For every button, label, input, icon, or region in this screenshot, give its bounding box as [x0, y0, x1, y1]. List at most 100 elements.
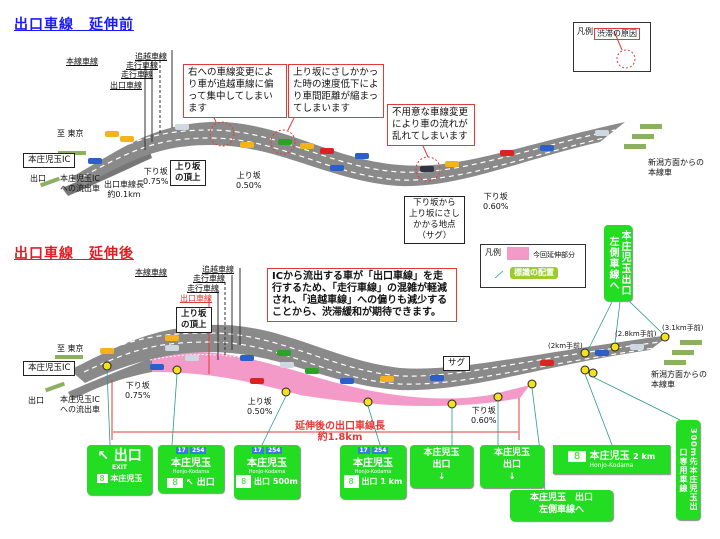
congestion-marker: [209, 121, 235, 147]
down-arrow-icon: ↓: [437, 472, 446, 482]
cars-top: [88, 124, 609, 172]
sign-text: 本庄児玉: [247, 458, 287, 469]
sign-text: 本庄児玉 出口: [529, 493, 593, 503]
sign-text: 出口: [502, 460, 521, 470]
arrow-icon: ↖: [186, 478, 194, 488]
sign-text: 本庄児玉: [589, 451, 630, 462]
callout-effect: ICから流出する車が「出口車線」を走行するため、「走行車線」の混雑が軽減され、「…: [267, 268, 457, 322]
sag-point-label: 下り坂から 上り坂にさし かかる地点 （サグ）: [404, 196, 465, 244]
sign-text: 出口: [196, 478, 215, 488]
down-slope2-label: 下り坂 0.60%: [483, 192, 509, 211]
sign-location-markers: [102, 332, 670, 409]
exit-traffic-label: 本庄児玉IC への流出車: [60, 395, 100, 414]
arrow-exit-bottom: [44, 381, 66, 393]
sign-text-en: Honjo-Kodama: [354, 469, 392, 475]
sign-exit: ↖ 出口 EXIT 8 本庄児玉: [87, 445, 152, 495]
callout-lane-change: 右への車線変更により車が追越車線に偏って集中してしまいます: [183, 64, 287, 118]
sign-text: 出口: [361, 477, 378, 486]
up-slope-label: 上り坂 0.50%: [236, 171, 262, 190]
route-17-shield-icon: 17: [175, 447, 188, 454]
congestion-marker: [270, 129, 296, 155]
legend-extension: 今回延伸部分: [533, 251, 575, 259]
sign-distance: 2 km: [633, 452, 656, 461]
sign-exit-down-2: 本庄児玉 出口 ↓: [480, 445, 544, 488]
legend-marker: [616, 49, 636, 69]
callout-slowdown: 上り坂にさしかかった時の速度低下により車間距離が縮まってしまいます: [288, 64, 384, 118]
route-number: 8: [343, 475, 359, 488]
sign-2km: 8 本庄児玉 2 km Honjo-Kodama: [553, 445, 670, 474]
lane-label-exit: 出口車線: [180, 294, 212, 303]
exit-traffic-label: 本庄児玉IC への流出車: [60, 174, 100, 193]
sign-text: 本庄児玉出口専用車線: [679, 447, 698, 512]
route-17-shield-icon: 17: [251, 447, 264, 454]
sign-exit-arrow: 17 254 本庄児玉 Honjo-Kodama 8 ↖ 出口: [158, 445, 224, 493]
sign-text: 出口: [432, 460, 451, 470]
exit-label: 出口: [28, 396, 44, 405]
top-main-road: [70, 121, 625, 187]
sign-left-lane: 本庄児玉 出口 左側車線へ: [510, 490, 613, 521]
to-tokyo-label: 至 東京: [57, 344, 84, 353]
lane-label-driving2: 走行車線: [187, 284, 219, 293]
route-number: 8: [236, 475, 252, 488]
lane-label-driving1: 走行車線: [193, 274, 225, 283]
lane-label-driving1: 走行車線: [126, 61, 158, 70]
route-17-shield-icon: 17: [357, 447, 370, 454]
sign-text: 出口: [254, 477, 271, 486]
extended-length-value: 約1.8km: [317, 432, 363, 443]
lane-label-driving2: 走行車線: [121, 70, 153, 79]
sign-text: 300m先: [689, 428, 698, 467]
down-slope2-label: 下り坂 0.60%: [471, 406, 497, 425]
sign-text: 本庄児玉: [171, 458, 211, 469]
legend-congestion-cause: 渋滞の原因: [594, 28, 640, 40]
sign-exit-down-1: 本庄児玉 出口 ↓: [410, 445, 473, 488]
bottom-exit-lane: [68, 358, 152, 400]
down-slope-label: 下り坂 0.75%: [125, 381, 151, 400]
arrow-exit-top: [39, 176, 61, 188]
sign-1km: 17 254 本庄児玉 Honjo-Kodama 8 出口 1 km: [340, 445, 406, 499]
sign-text: EXIT: [111, 464, 128, 471]
lane-label-main: 本線車線: [66, 57, 98, 66]
sign-text: 本庄児玉: [110, 474, 143, 483]
sign-text-en: Honjo-Kodama: [172, 469, 210, 475]
extended-length-label: 延伸後の出口車線長 約1.8km: [270, 421, 410, 443]
bottom-exit-lane-extension: [150, 352, 530, 406]
distance-3-1km: (3.1km手前): [662, 324, 704, 332]
lane-label-exit: 出口車線: [110, 81, 142, 90]
route-254-shield-icon: 254: [189, 447, 207, 454]
top-exit-lane: [62, 152, 152, 196]
exit-length-label: 出口車線長 約0.1km: [104, 180, 144, 199]
legend-sign-placement: 標識の配置: [510, 267, 558, 279]
sign-500m: 17 254 本庄児玉 Honjo-Kodama 8 出口 500m: [234, 445, 300, 499]
section-title-after: 出口車線 延伸後: [14, 246, 134, 262]
legend-extension-swatch: [507, 247, 529, 260]
arrow-icon: ↖: [97, 448, 109, 464]
sign-text-en: Honjo-Kodama: [248, 469, 286, 475]
sign-text: 本庄児玉出口: [619, 230, 630, 296]
route-254-shield-icon: 254: [265, 447, 283, 454]
to-tokyo-label: 至 東京: [57, 129, 84, 138]
up-slope-label: 上り坂 0.50%: [247, 397, 273, 416]
sign-text: 本庄児玉: [353, 458, 393, 469]
sign-text: 左側車線へ: [538, 505, 584, 515]
legend-title: 凡例: [485, 248, 501, 257]
sign-text: 本庄児玉: [493, 448, 530, 458]
sign-text: 本庄児玉: [423, 448, 460, 458]
from-niigata-label: 新潟方面からの 本線車: [648, 158, 704, 177]
legend-before: 凡例 渋滞の原因: [573, 22, 651, 72]
arrows-niigata-top: [624, 124, 662, 149]
ic-name-label: 本庄児玉IC: [23, 361, 76, 376]
sign-vertical-left-lane: 本庄児玉出口左側車線へ: [604, 225, 632, 301]
route-number: 8: [567, 451, 587, 462]
down-slope-label: 下り坂 0.75%: [143, 167, 169, 186]
ic-name-label: 本庄児玉IC: [23, 153, 76, 168]
sign-vertical-exit-only-lane: 300m先本庄児玉出口専用車線: [676, 420, 700, 520]
crest-label: 上り坂 の頂上: [170, 160, 206, 186]
lane-label-main: 本線車線: [135, 268, 167, 277]
sign-distance: 500m: [272, 477, 298, 486]
down-arrow-icon: ↓: [508, 472, 516, 482]
distance-2-8km: (2.8km手前): [615, 330, 657, 338]
extended-length-title: 延伸後の出口車線長: [295, 421, 385, 432]
route-number: 8: [167, 478, 183, 488]
route-254-shield-icon: 254: [371, 447, 389, 454]
